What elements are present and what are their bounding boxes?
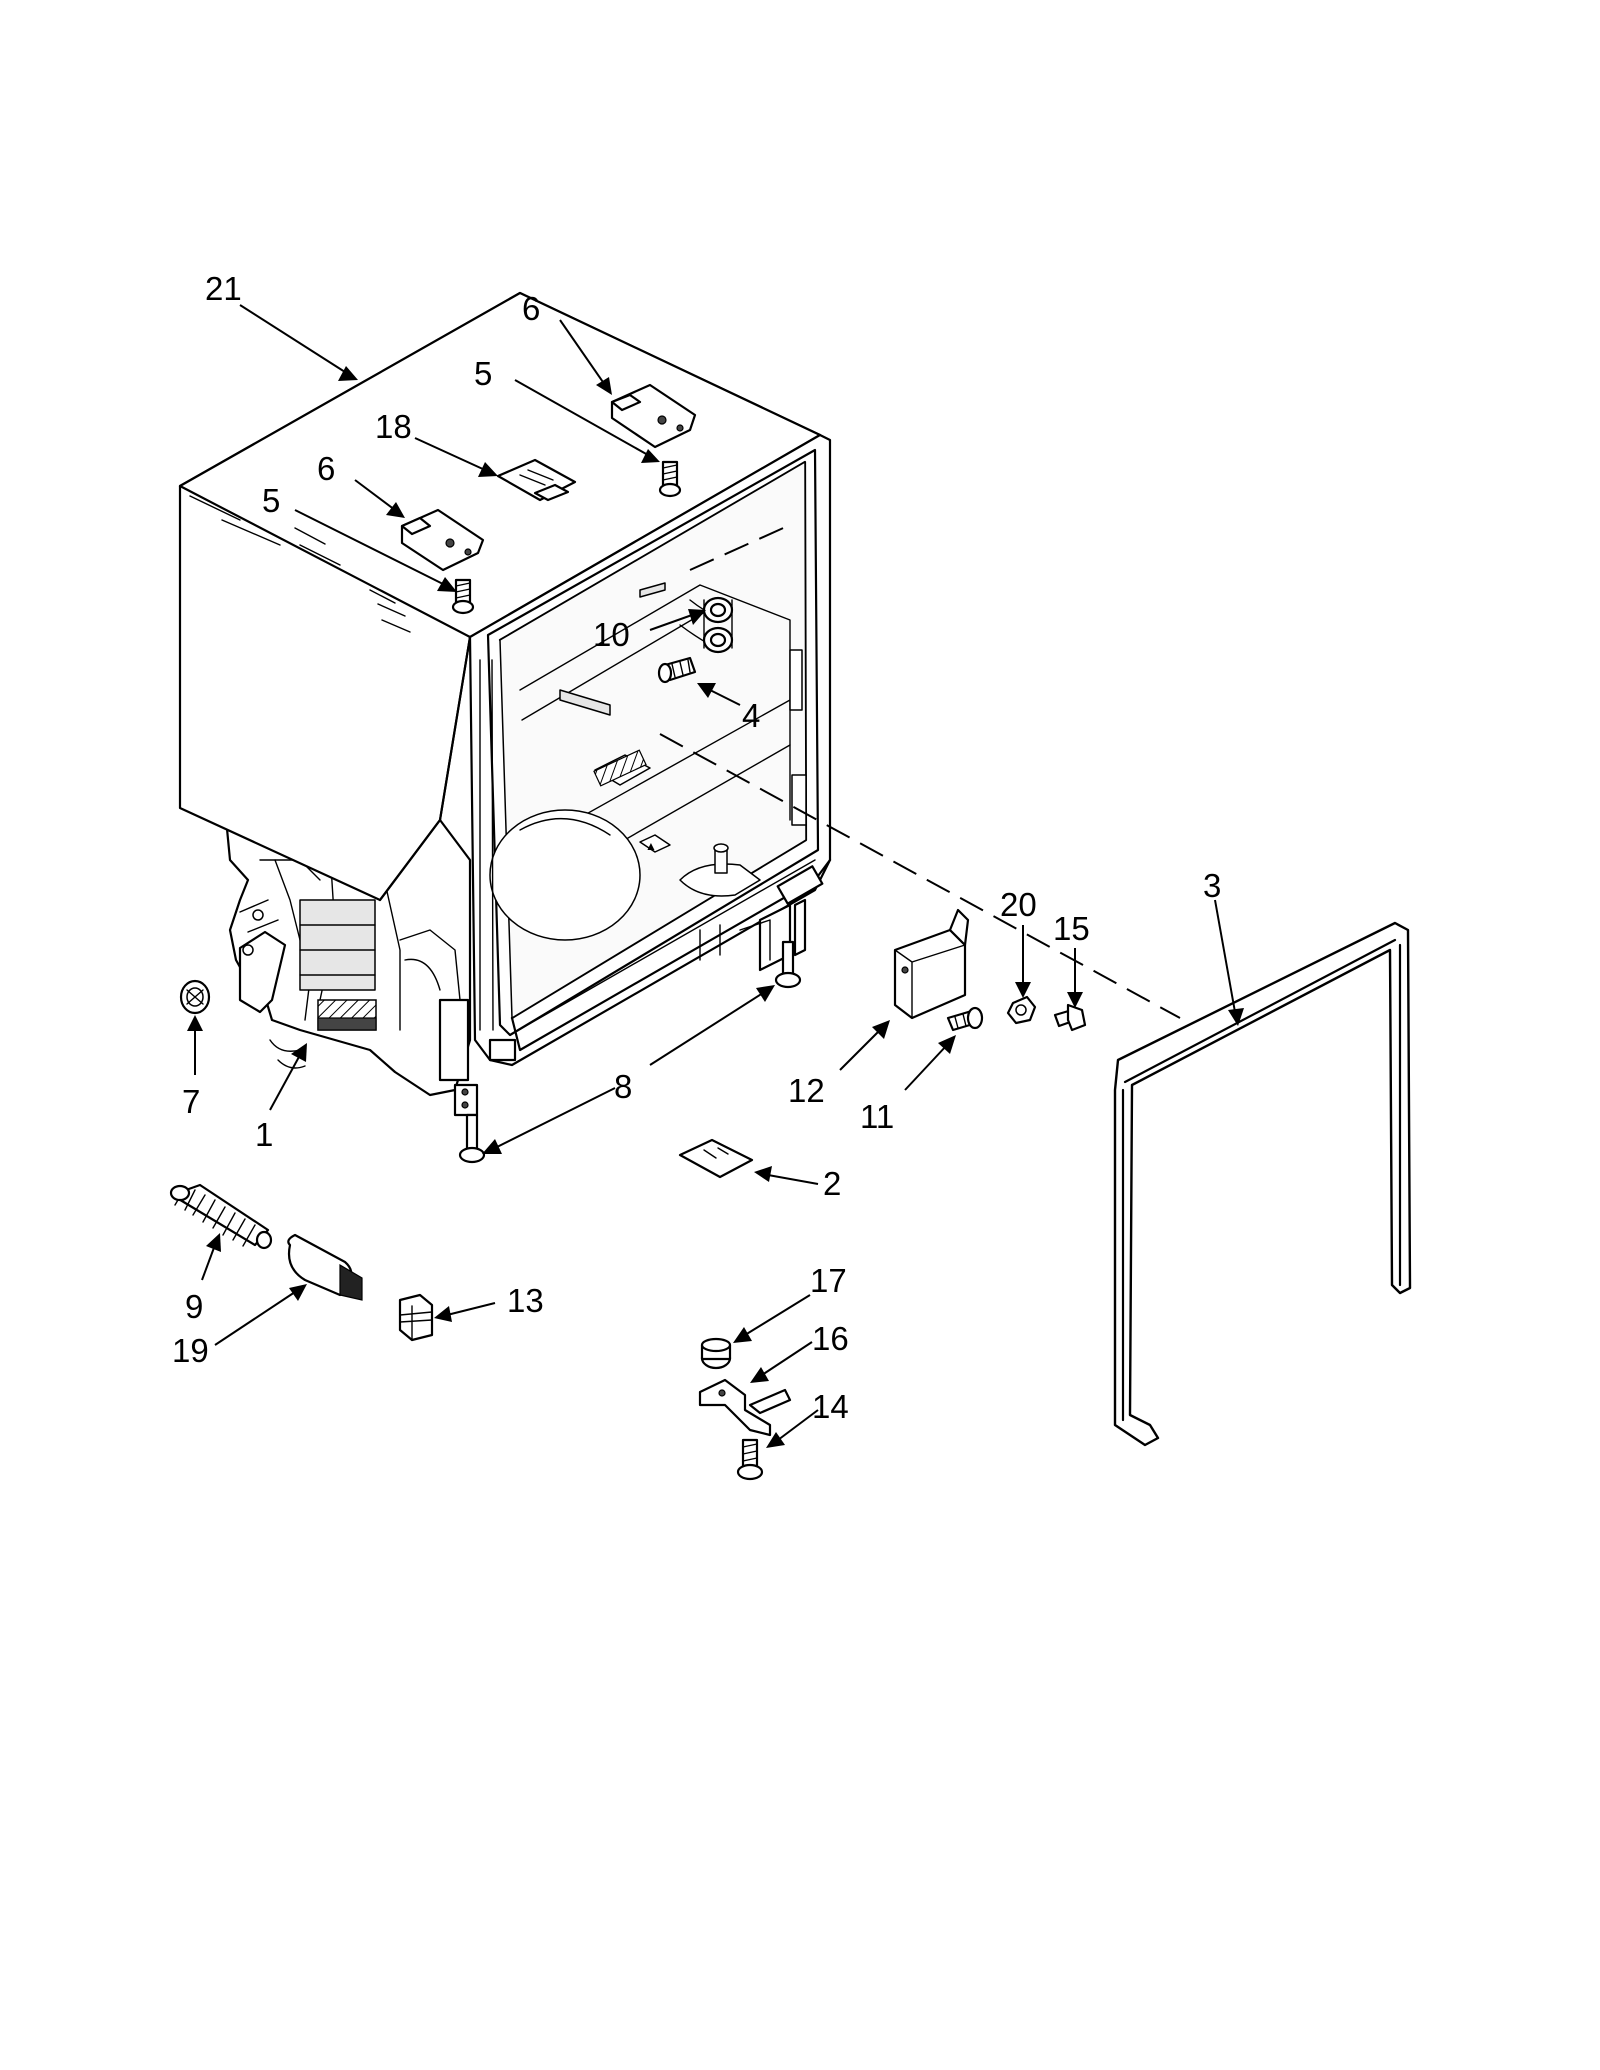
callout-3: 3 bbox=[1203, 867, 1221, 904]
assembly-line-upper bbox=[689, 524, 791, 571]
wheel bbox=[179, 979, 211, 1015]
callout-16: 16 bbox=[812, 1320, 849, 1357]
callout-5-mid: 5 bbox=[262, 482, 280, 519]
callout-4: 4 bbox=[742, 697, 760, 734]
callout-12: 12 bbox=[788, 1072, 825, 1109]
callout-2: 2 bbox=[823, 1165, 841, 1202]
callout-19: 19 bbox=[172, 1332, 209, 1369]
thermostat bbox=[700, 1337, 732, 1370]
callout-1: 1 bbox=[255, 1116, 273, 1153]
callout-11: 11 bbox=[860, 1098, 894, 1135]
top-shield bbox=[496, 458, 577, 502]
bracket-mount-screw bbox=[736, 1438, 764, 1481]
roller-screw bbox=[657, 656, 697, 684]
leveling-leg-right bbox=[774, 940, 802, 989]
top-bracket-right bbox=[610, 383, 697, 449]
svg-text:▲: ▲ bbox=[645, 839, 657, 853]
door-rollers bbox=[702, 596, 734, 654]
leveling-leg-left bbox=[458, 1113, 486, 1164]
door-gasket bbox=[1113, 921, 1412, 1447]
heat-shield bbox=[678, 1138, 754, 1179]
assembly-line bbox=[659, 733, 1181, 1019]
callout-18: 18 bbox=[375, 408, 412, 445]
callout-13: 13 bbox=[507, 1282, 544, 1319]
callout-6-mid: 6 bbox=[317, 450, 335, 487]
top-bracket-left bbox=[400, 508, 485, 572]
callout-7: 7 bbox=[182, 1083, 200, 1120]
callout-17: 17 bbox=[810, 1262, 847, 1299]
leader-arrows bbox=[187, 304, 1244, 1448]
callout-8: 8 bbox=[614, 1068, 632, 1105]
nut bbox=[1006, 995, 1037, 1025]
tub-base-frame bbox=[223, 788, 479, 1117]
callout-20: 20 bbox=[1000, 886, 1037, 923]
tub-front-frame: ▲ bbox=[468, 433, 832, 1067]
clip bbox=[398, 1293, 434, 1342]
thermostat-bracket bbox=[698, 1378, 792, 1437]
callout-21: 21 bbox=[205, 270, 242, 307]
callout-5-top: 5 bbox=[474, 355, 492, 392]
callout-14: 14 bbox=[812, 1388, 849, 1425]
tub-assembly: ▲ bbox=[178, 291, 832, 1117]
callout-labels: 21 6 5 18 6 5 10 4 3 20 15 7 1 8 12 11 2… bbox=[172, 270, 1221, 1425]
callout-9: 9 bbox=[185, 1288, 203, 1325]
cover bbox=[287, 1233, 363, 1301]
hinge-bracket bbox=[893, 908, 970, 1020]
callout-15: 15 bbox=[1053, 910, 1090, 947]
callout-6-top: 6 bbox=[522, 290, 540, 327]
spring bbox=[169, 1183, 273, 1250]
nut-screw bbox=[1053, 1003, 1087, 1032]
screw-left bbox=[451, 578, 475, 615]
screw-right bbox=[658, 460, 682, 498]
bracket-screw bbox=[946, 1006, 984, 1032]
callout-10: 10 bbox=[593, 616, 630, 653]
